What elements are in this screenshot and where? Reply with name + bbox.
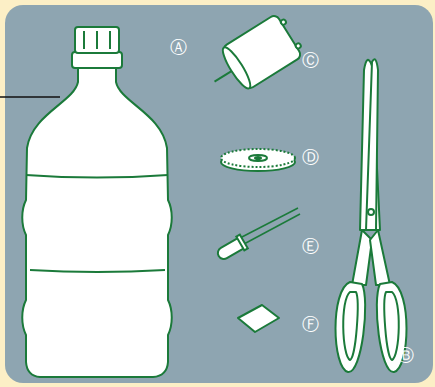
callout-letter: Ⓕ	[302, 314, 319, 334]
callout-letter: Ⓓ	[302, 147, 319, 167]
callout-letter: Ⓒ	[302, 50, 319, 70]
bottle	[22, 27, 172, 377]
plate	[238, 305, 279, 332]
motor	[201, 11, 306, 102]
edge-line	[0, 96, 60, 98]
led	[215, 208, 300, 263]
callout-letter: Ⓔ	[302, 236, 319, 256]
scissors	[336, 59, 407, 372]
gear	[221, 149, 295, 171]
callout-letter: Ⓐ	[170, 37, 187, 57]
panel-background	[5, 5, 433, 383]
callout-letter: Ⓑ	[397, 345, 414, 365]
